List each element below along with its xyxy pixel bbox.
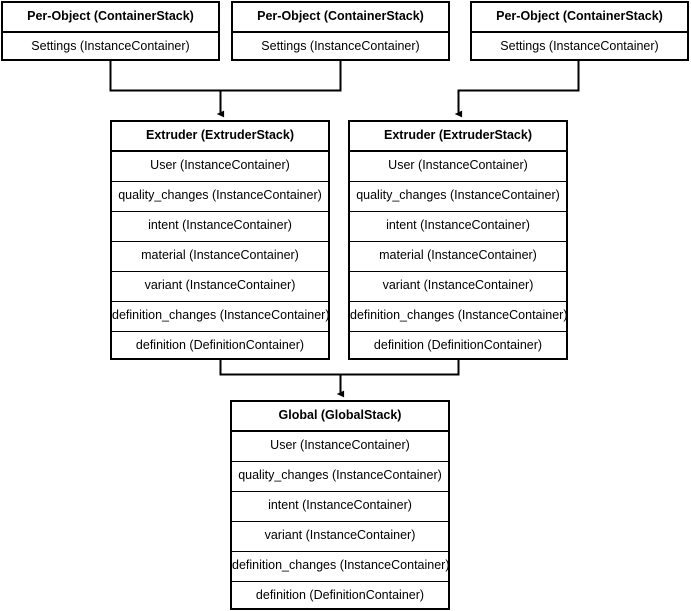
node-per-object-2[interactable]: Per-Object (ContainerStack) Settings (In… xyxy=(231,1,450,61)
node-row: definition (DefinitionContainer) xyxy=(373,338,543,352)
node-row: quality_changes (InstanceContainer) xyxy=(112,182,328,212)
node-row: quality_changes (InstanceContainer) xyxy=(232,462,448,492)
node-row: definition_changes (InstanceContainer) xyxy=(112,302,328,332)
edge-per-object-2-to-extruder-1 xyxy=(220,61,342,92)
node-per-object-1[interactable]: Per-Object (ContainerStack) Settings (In… xyxy=(1,1,220,61)
node-row: intent (InstanceContainer) xyxy=(350,212,566,242)
edge-extruder-1-to-global xyxy=(219,360,340,376)
node-extruder-2[interactable]: Extruder (ExtruderStack) User (InstanceC… xyxy=(348,120,568,360)
node-row: material (InstanceContainer) xyxy=(350,242,566,272)
node-row: definition (DefinitionContainer) xyxy=(255,588,425,602)
node-row: material (InstanceContainer) xyxy=(112,242,328,272)
node-row: definition (DefinitionContainer) xyxy=(135,338,305,352)
node-row: Settings (InstanceContainer) xyxy=(31,39,190,53)
node-extruder-1[interactable]: Extruder (ExtruderStack) User (InstanceC… xyxy=(110,120,330,360)
node-header: Extruder (ExtruderStack) xyxy=(350,122,566,152)
node-row: quality_changes (InstanceContainer) xyxy=(350,182,566,212)
node-per-object-3[interactable]: Per-Object (ContainerStack) Settings (In… xyxy=(470,1,689,61)
node-row: intent (InstanceContainer) xyxy=(232,492,448,522)
edge-extruder-2-to-global xyxy=(340,360,460,376)
node-row: User (InstanceContainer) xyxy=(350,152,566,182)
node-row: variant (InstanceContainer) xyxy=(350,272,566,302)
edge-per-object-3-to-extruder-2 xyxy=(454,61,580,118)
node-row: definition_changes (InstanceContainer) xyxy=(232,552,448,582)
node-row: Settings (InstanceContainer) xyxy=(261,39,420,53)
node-header: Global (GlobalStack) xyxy=(232,402,448,432)
node-header: Extruder (ExtruderStack) xyxy=(112,122,328,152)
node-row: definition_changes (InstanceContainer) xyxy=(350,302,566,332)
edge-per-object-1-to-extruder-1 xyxy=(109,61,220,92)
node-header: Per-Object (ContainerStack) xyxy=(472,3,687,33)
node-row: User (InstanceContainer) xyxy=(112,152,328,182)
node-row: User (InstanceContainer) xyxy=(232,432,448,462)
node-row: intent (InstanceContainer) xyxy=(112,212,328,242)
node-row: variant (InstanceContainer) xyxy=(232,522,448,552)
node-header: Per-Object (ContainerStack) xyxy=(3,3,218,33)
node-row: variant (InstanceContainer) xyxy=(112,272,328,302)
node-global[interactable]: Global (GlobalStack) User (InstanceConta… xyxy=(230,400,450,610)
node-header: Per-Object (ContainerStack) xyxy=(233,3,448,33)
node-row: Settings (InstanceContainer) xyxy=(500,39,659,53)
